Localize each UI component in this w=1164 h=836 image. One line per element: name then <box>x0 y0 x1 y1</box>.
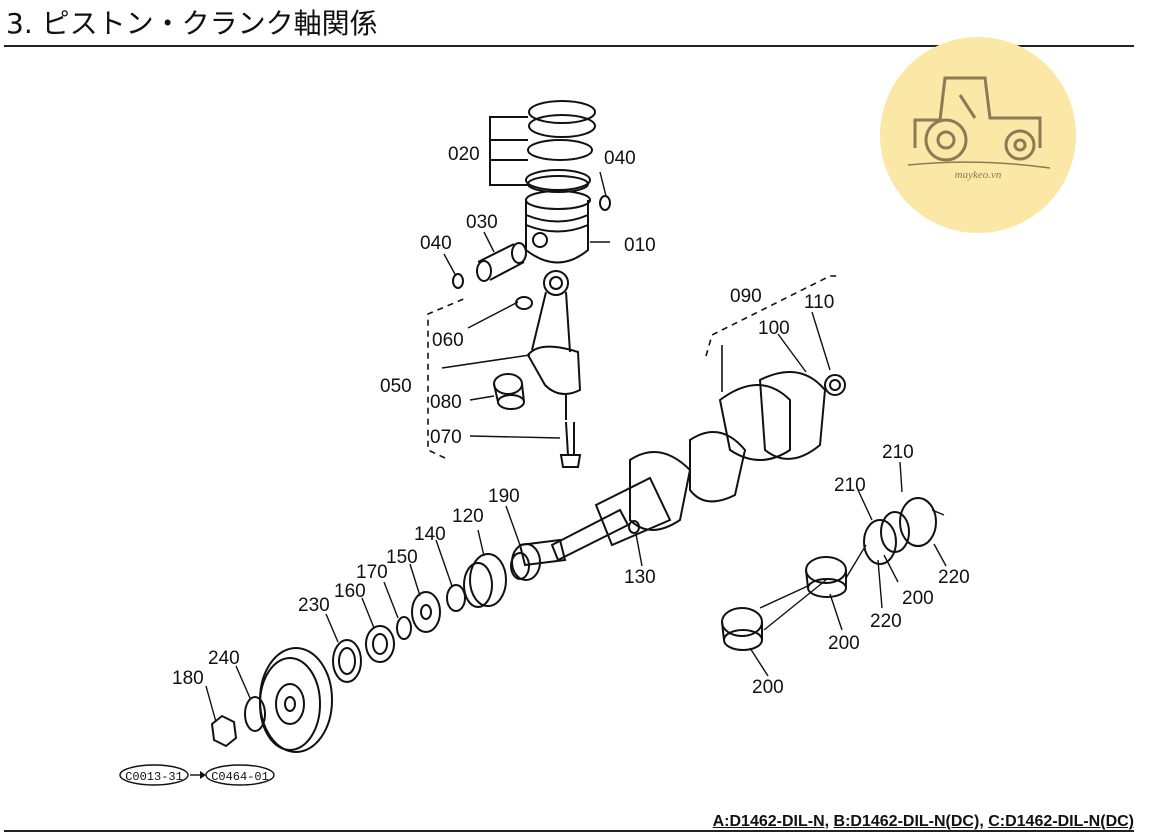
snap-ring-right-drawing <box>599 195 611 211</box>
collar-160-drawing <box>365 625 395 663</box>
rod-bearing-drawing <box>493 373 525 410</box>
label-170: 170 <box>356 562 388 583</box>
label-090: 090 <box>730 286 762 307</box>
label-200-b: 200 <box>828 633 860 654</box>
label-210-b: 210 <box>882 442 914 463</box>
label-160: 160 <box>334 581 366 602</box>
label-200-c: 200 <box>902 588 934 609</box>
washer-140-drawing <box>446 584 466 612</box>
title-divider <box>4 45 1134 47</box>
reference-code-2: C0464-01 <box>211 770 269 784</box>
label-120: 120 <box>452 506 484 527</box>
snap-ring-left-drawing <box>452 273 464 289</box>
model-list: A:D1462-DIL-N, B:D1462-DIL-N(DC), C:D146… <box>713 813 1134 831</box>
crankshaft-drawing <box>518 371 846 567</box>
reference-code-1: C0013-31 <box>125 770 183 784</box>
bottom-divider <box>4 830 1134 832</box>
label-040-right: 040 <box>604 148 636 169</box>
label-150: 150 <box>386 547 418 568</box>
label-060: 060 <box>432 330 464 351</box>
o-ring-170-drawing <box>396 616 412 640</box>
model-b: B:D1462-DIL-N(DC), <box>833 813 984 830</box>
leader-050 <box>441 354 531 369</box>
part-labels: 010 020 030 040 040 050 060 070 080 090 … <box>172 144 970 698</box>
label-020: 020 <box>448 144 480 165</box>
model-a: A:D1462-DIL-N, <box>712 813 830 830</box>
crank-pulley-drawing <box>259 647 333 753</box>
oil-seal-230-drawing <box>332 639 362 683</box>
label-050: 050 <box>380 376 412 397</box>
collar-150-drawing <box>411 591 441 633</box>
label-140: 140 <box>414 524 446 545</box>
label-240: 240 <box>208 648 240 669</box>
connecting-rod-drawing <box>515 270 582 420</box>
piston-rings-drawing <box>489 100 596 193</box>
leader-lines <box>205 171 947 723</box>
watermark-text: maykeo.vn <box>955 169 1002 181</box>
label-220-a: 220 <box>870 611 902 632</box>
washer-240-drawing <box>244 696 266 732</box>
label-210-a: 210 <box>834 475 866 496</box>
label-100: 100 <box>758 318 790 339</box>
label-190: 190 <box>488 486 520 507</box>
main-bearings-drawing <box>721 497 937 651</box>
label-110: 110 <box>804 292 834 313</box>
label-220-b: 220 <box>938 567 970 588</box>
reference-codes: C0013-31 C0464-01 <box>119 764 275 786</box>
piston-drawing <box>525 190 591 264</box>
label-040-left: 040 <box>420 233 452 254</box>
watermark-logo: maykeo.vn <box>880 37 1076 233</box>
label-080: 080 <box>430 392 462 413</box>
rod-bolt-drawing <box>559 421 582 468</box>
label-200-a: 200 <box>752 677 784 698</box>
label-130: 130 <box>624 567 656 588</box>
bearing-190-drawing <box>510 543 541 581</box>
label-230: 230 <box>298 595 330 616</box>
page-title: 3. ピストン・クランク軸関係 <box>6 7 378 40</box>
label-030: 030 <box>466 212 498 233</box>
label-180: 180 <box>172 668 204 689</box>
piston-pin-drawing <box>476 242 527 282</box>
model-c: C:D1462-DIL-N(DC) <box>988 813 1134 830</box>
bracket-090 <box>705 275 840 357</box>
label-070: 070 <box>430 427 462 448</box>
nut-180-drawing <box>210 714 238 748</box>
label-010: 010 <box>624 235 656 256</box>
crank-gear-drawing <box>463 553 507 608</box>
